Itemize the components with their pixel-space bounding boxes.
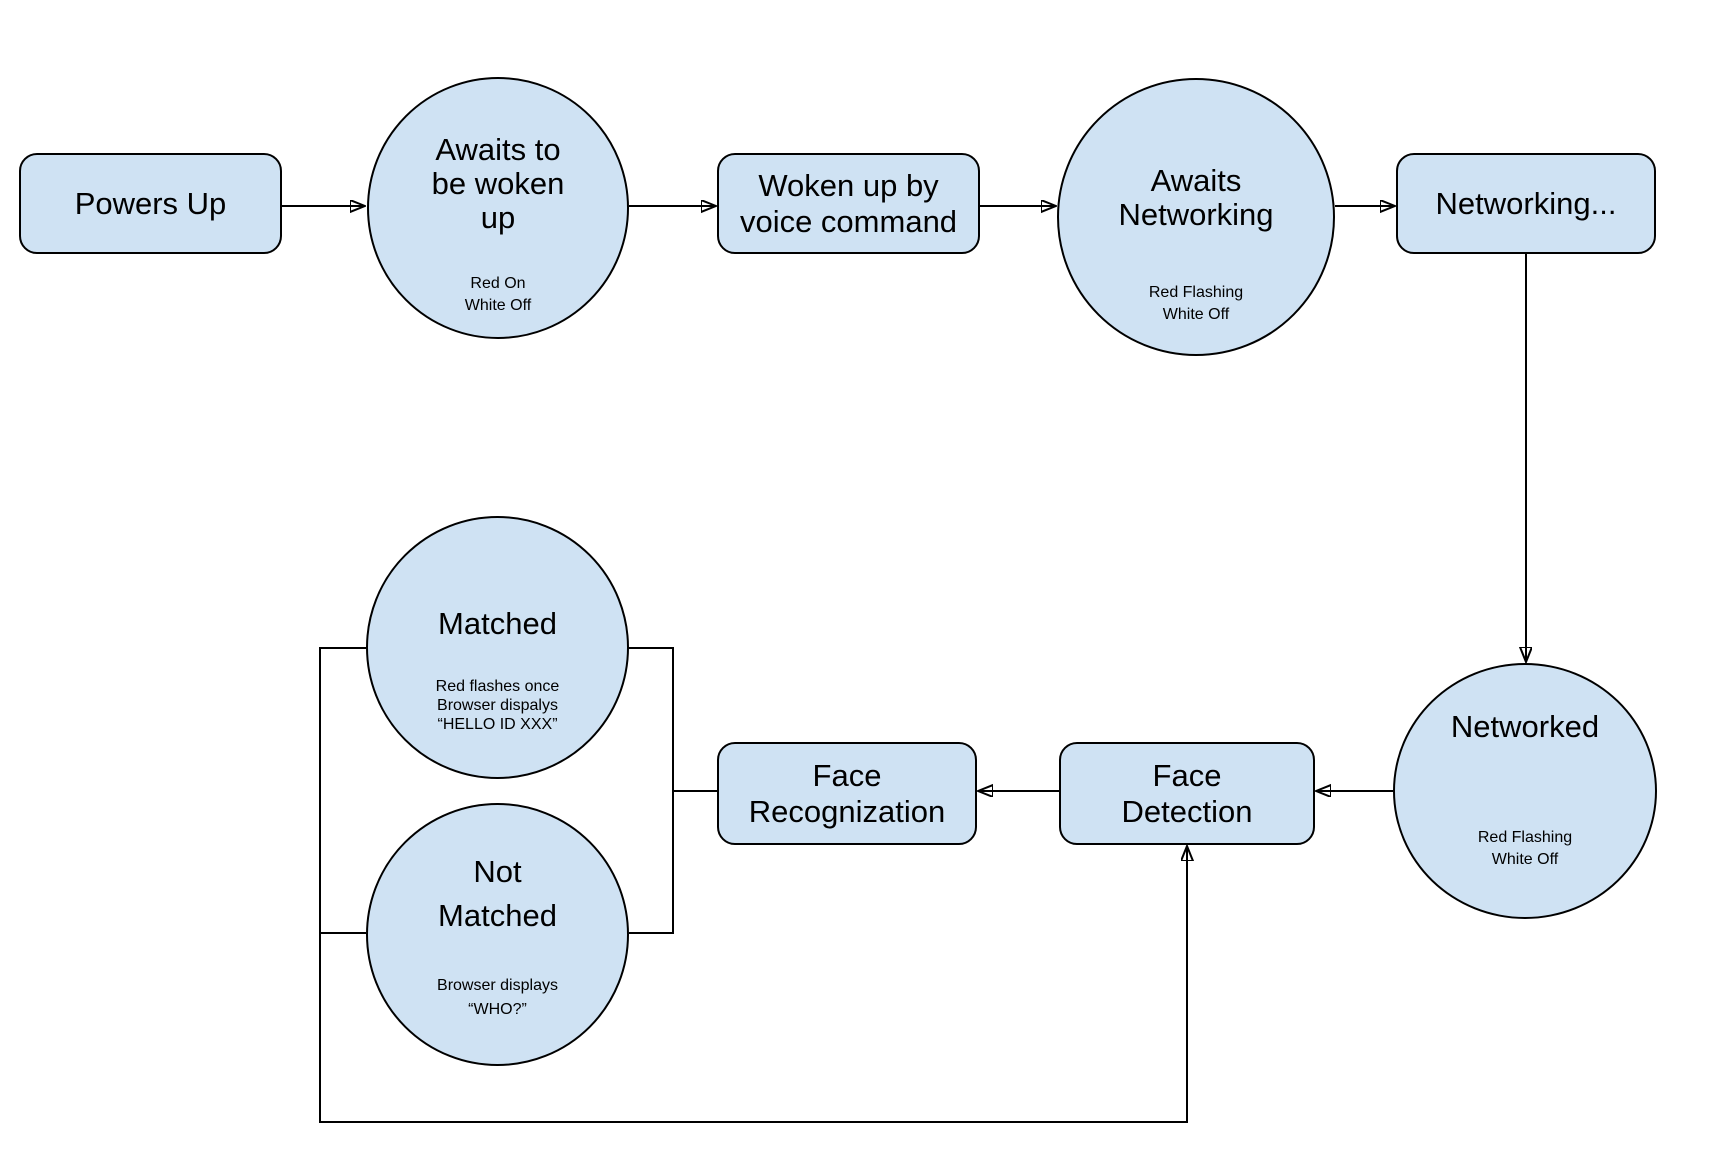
node-matched-label: Matched (438, 606, 557, 641)
node-powers-up-label: Powers Up (74, 185, 227, 221)
node-awaits-to-be-woken-up: Awaits to be woken up Red On White Off (367, 77, 629, 339)
node-matched: Matched Red flashes once Browser dispaly… (366, 516, 629, 779)
node-woken-up-by-voice-command: Woken up by voice command (717, 153, 980, 254)
node-awaits-to-be-woken-up-label: Awaits to be woken up (431, 132, 565, 235)
node-awaits-to-be-woken-up-status-text: Red On White Off (464, 275, 532, 314)
node-not-matched-status-text: Browser displays “WHO?” (437, 977, 558, 1018)
node-woken-up-by-voice-command-label: Woken up by voice command (739, 167, 958, 239)
node-not-matched: Not Matched Browser displays “WHO?” (366, 803, 629, 1066)
node-networking-label: Networking... (1435, 185, 1617, 221)
node-matched-status-text: Red flashes once Browser dispalys “HELLO… (435, 678, 560, 733)
node-networking: Networking... (1396, 153, 1656, 254)
node-powers-up: Powers Up (19, 153, 282, 254)
node-awaits-networking-status-text: Red Flashing White Off (1148, 284, 1244, 323)
node-face-recognization: Face Recognization (717, 742, 977, 845)
edge-face-recognization-branch-bracket (629, 647, 717, 934)
node-face-detection: Face Detection (1059, 742, 1315, 845)
node-not-matched-label: Not Matched (438, 854, 557, 933)
edge-matched-loop-to-face-detection (319, 647, 1187, 1123)
node-awaits-networking: Awaits Networking Red Flashing White Off (1057, 78, 1335, 356)
node-networked-status-text: Red Flashing White Off (1477, 829, 1573, 868)
node-networked-label: Networked (1450, 709, 1600, 744)
node-awaits-networking-label: Awaits Networking (1118, 163, 1274, 232)
node-face-detection-label: Face Detection (1121, 757, 1253, 829)
node-networked: Networked Red Flashing White Off (1393, 663, 1657, 919)
node-face-recognization-label: Face Recognization (748, 757, 946, 829)
